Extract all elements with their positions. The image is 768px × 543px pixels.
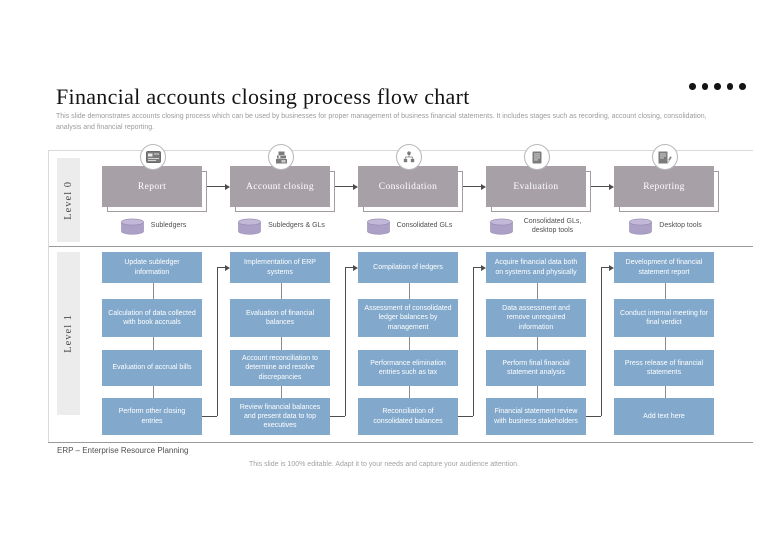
elbow-flow-arrow: [473, 264, 486, 271]
datastore-label: Consolidated GLs: [396, 222, 453, 230]
stage-label: Reporting: [614, 166, 714, 207]
elbow-connector-bottom: [202, 416, 217, 417]
task-connector: [665, 337, 666, 350]
task-connector: [537, 386, 538, 398]
elbow-connector-vertical: [345, 267, 346, 416]
level-0-label: Level 0: [63, 180, 74, 220]
level-0-band: Level 0: [57, 158, 80, 242]
elbow-connector-vertical: [217, 267, 218, 416]
cash-register-icon: [268, 144, 294, 170]
report-pencil-icon: [652, 144, 678, 170]
task-box: Perform final financial statement analys…: [486, 350, 586, 386]
task-box: Performance elimination entries such as …: [358, 350, 458, 386]
stage-box-evaluation: Evaluation: [486, 166, 591, 212]
datastore-label: Consolidated GLs, desktop tools: [523, 218, 582, 234]
stage-flow-arrow: [463, 183, 486, 190]
task-connector: [409, 337, 410, 350]
dot-icon: [714, 83, 721, 90]
task-box: Press release of financial statements: [614, 350, 714, 386]
task-connector: [537, 337, 538, 350]
stage-box-account-closing: Account closing: [230, 166, 335, 212]
database-cylinder-icon: [629, 218, 653, 235]
datastore-reporting: Desktop tools: [610, 218, 720, 235]
datastore-label: Subledgers & GLs: [268, 222, 325, 230]
task-box: Update subledger information: [102, 252, 202, 283]
task-box: Compilation of ledgers: [358, 252, 458, 283]
database-cylinder-icon: [120, 218, 144, 235]
task-connector: [665, 386, 666, 398]
datastore-label: Subledgers: [150, 222, 187, 230]
stage-label: Report: [102, 166, 202, 207]
elbow-connector-vertical: [473, 267, 474, 416]
dot-icon: [701, 83, 708, 90]
elbow-flow-arrow: [601, 264, 614, 271]
stage-flow-arrow: [335, 183, 358, 190]
slide-subtitle: This slide demonstrates accounts closing…: [56, 113, 707, 131]
dot-icon: [726, 83, 733, 90]
footnote: ERP – Enterprise Resource Planning: [57, 446, 189, 455]
decorative-dots: [689, 83, 746, 90]
database-cylinder-icon: [238, 218, 261, 235]
stage-box-report: Report: [102, 166, 207, 212]
elbow-connector-vertical: [601, 267, 602, 416]
bottom-separator-line: [48, 442, 753, 443]
level-separator-line: [48, 246, 753, 247]
datastore-consolidation: Consolidated GLs: [354, 218, 464, 235]
elbow-connector-bottom: [330, 416, 345, 417]
ledger-book-icon: [524, 144, 550, 170]
org-hierarchy-icon: [396, 144, 422, 170]
left-border-line: [48, 150, 49, 442]
level-1-label: Level 1: [63, 314, 74, 353]
task-connector: [153, 337, 154, 350]
stage-label: Evaluation: [486, 166, 586, 207]
task-box: Perform other closing entries: [102, 398, 202, 435]
task-connector: [153, 283, 154, 299]
task-box: Evaluation of financial balances: [230, 299, 330, 337]
level-1-band: Level 1: [57, 252, 80, 415]
task-box: Development of financial statement repor…: [614, 252, 714, 283]
datastore-label: Desktop tools: [659, 222, 702, 230]
task-connector: [409, 386, 410, 398]
task-box: Conduct internal meeting for final verdi…: [614, 299, 714, 337]
task-box: Reconciliation of consolidated balances: [358, 398, 458, 435]
elbow-flow-arrow: [345, 264, 358, 271]
stage-flow-arrow: [207, 183, 230, 190]
datastore-report: Subledgers: [98, 218, 208, 235]
task-connector: [281, 386, 282, 398]
page-title: Financial accounts closing process flow …: [56, 84, 470, 109]
dot-icon: [689, 83, 696, 90]
dot-icon: [739, 83, 746, 90]
datastore-account-closing: Subledgers & GLs: [226, 218, 336, 235]
task-box: Acquire financial data both on systems a…: [486, 252, 586, 283]
task-connector: [665, 283, 666, 299]
stage-label: Account closing: [230, 166, 330, 207]
task-box: Add text here: [614, 398, 714, 435]
stage-box-reporting: Reporting: [614, 166, 719, 212]
task-box: Assessment of consolidated ledger balanc…: [358, 299, 458, 337]
task-box: Data assessment and remove unrequired in…: [486, 299, 586, 337]
task-box: Implementation of ERP systems: [230, 252, 330, 283]
task-connector: [153, 386, 154, 398]
stage-flow-arrow: [591, 183, 614, 190]
bottom-note: This slide is 100% editable. Adapt it to…: [248, 461, 520, 468]
task-box: Calculation of data collected with book …: [102, 299, 202, 337]
database-cylinder-icon: [489, 218, 513, 235]
elbow-flow-arrow: [217, 264, 230, 271]
task-connector: [281, 337, 282, 350]
report-card-icon: [140, 144, 166, 170]
task-box: Account reconciliation to determine and …: [230, 350, 330, 386]
task-connector: [409, 283, 410, 299]
task-box: Financial statement review with business…: [486, 398, 586, 435]
task-box: Review financial balances and present da…: [230, 398, 330, 435]
elbow-connector-bottom: [458, 416, 473, 417]
database-cylinder-icon: [366, 218, 390, 235]
task-connector: [537, 283, 538, 299]
datastore-evaluation: Consolidated GLs, desktop tools: [482, 218, 592, 236]
stage-label: Consolidation: [358, 166, 458, 207]
stage-box-consolidation: Consolidation: [358, 166, 463, 212]
task-connector: [281, 283, 282, 299]
task-box: Evaluation of accrual bills: [102, 350, 202, 386]
elbow-connector-bottom: [586, 416, 601, 417]
